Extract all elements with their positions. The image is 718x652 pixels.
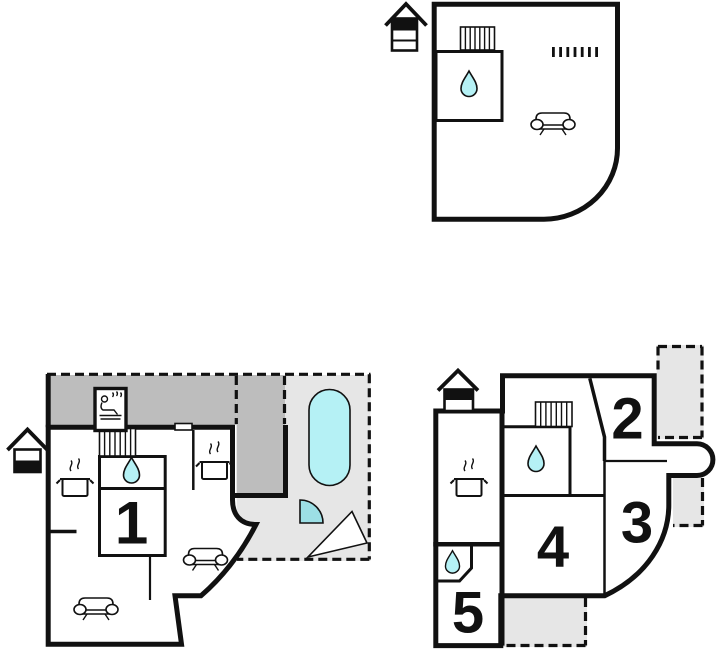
- terrace-bottom: [503, 598, 587, 647]
- lower-floor-outline: [433, 373, 716, 649]
- room-label-3: 3: [621, 491, 653, 556]
- sauna-icon: [93, 386, 128, 433]
- small-bath-wall: [435, 546, 473, 583]
- north-arrow-icon: [305, 510, 369, 559]
- terrace-mid-right: [673, 478, 704, 527]
- door-swing-icon: [299, 499, 324, 524]
- room-label-5: 5: [452, 581, 484, 646]
- entrance-house-icon: [384, 1, 428, 52]
- window-opening: [174, 422, 193, 431]
- railing-icon: [552, 47, 598, 57]
- stairs-icon: [534, 401, 573, 428]
- terrace-upper-right: [656, 345, 704, 439]
- entrance-house-icon: [6, 426, 49, 474]
- room-label-4: 4: [537, 515, 569, 580]
- room2-wall: [588, 377, 607, 461]
- terrace-covered-column: [236, 375, 285, 494]
- radiator-icon: [459, 26, 496, 51]
- room-label-2: 2: [611, 387, 643, 452]
- terrace-dashed-border: [503, 344, 705, 648]
- stairs-icon: [98, 427, 137, 457]
- pool: [308, 388, 351, 487]
- terrace-dashed-border: [47, 372, 371, 561]
- plan-main-floor: 1: [6, 372, 371, 647]
- plan-upper-floor: [384, 1, 621, 222]
- entrance-house-icon: [436, 367, 480, 413]
- plan-lower-floor: 2 3 4 5: [433, 344, 716, 649]
- room-label-1: 1: [115, 490, 148, 557]
- terrace-covered-strip: [48, 375, 237, 425]
